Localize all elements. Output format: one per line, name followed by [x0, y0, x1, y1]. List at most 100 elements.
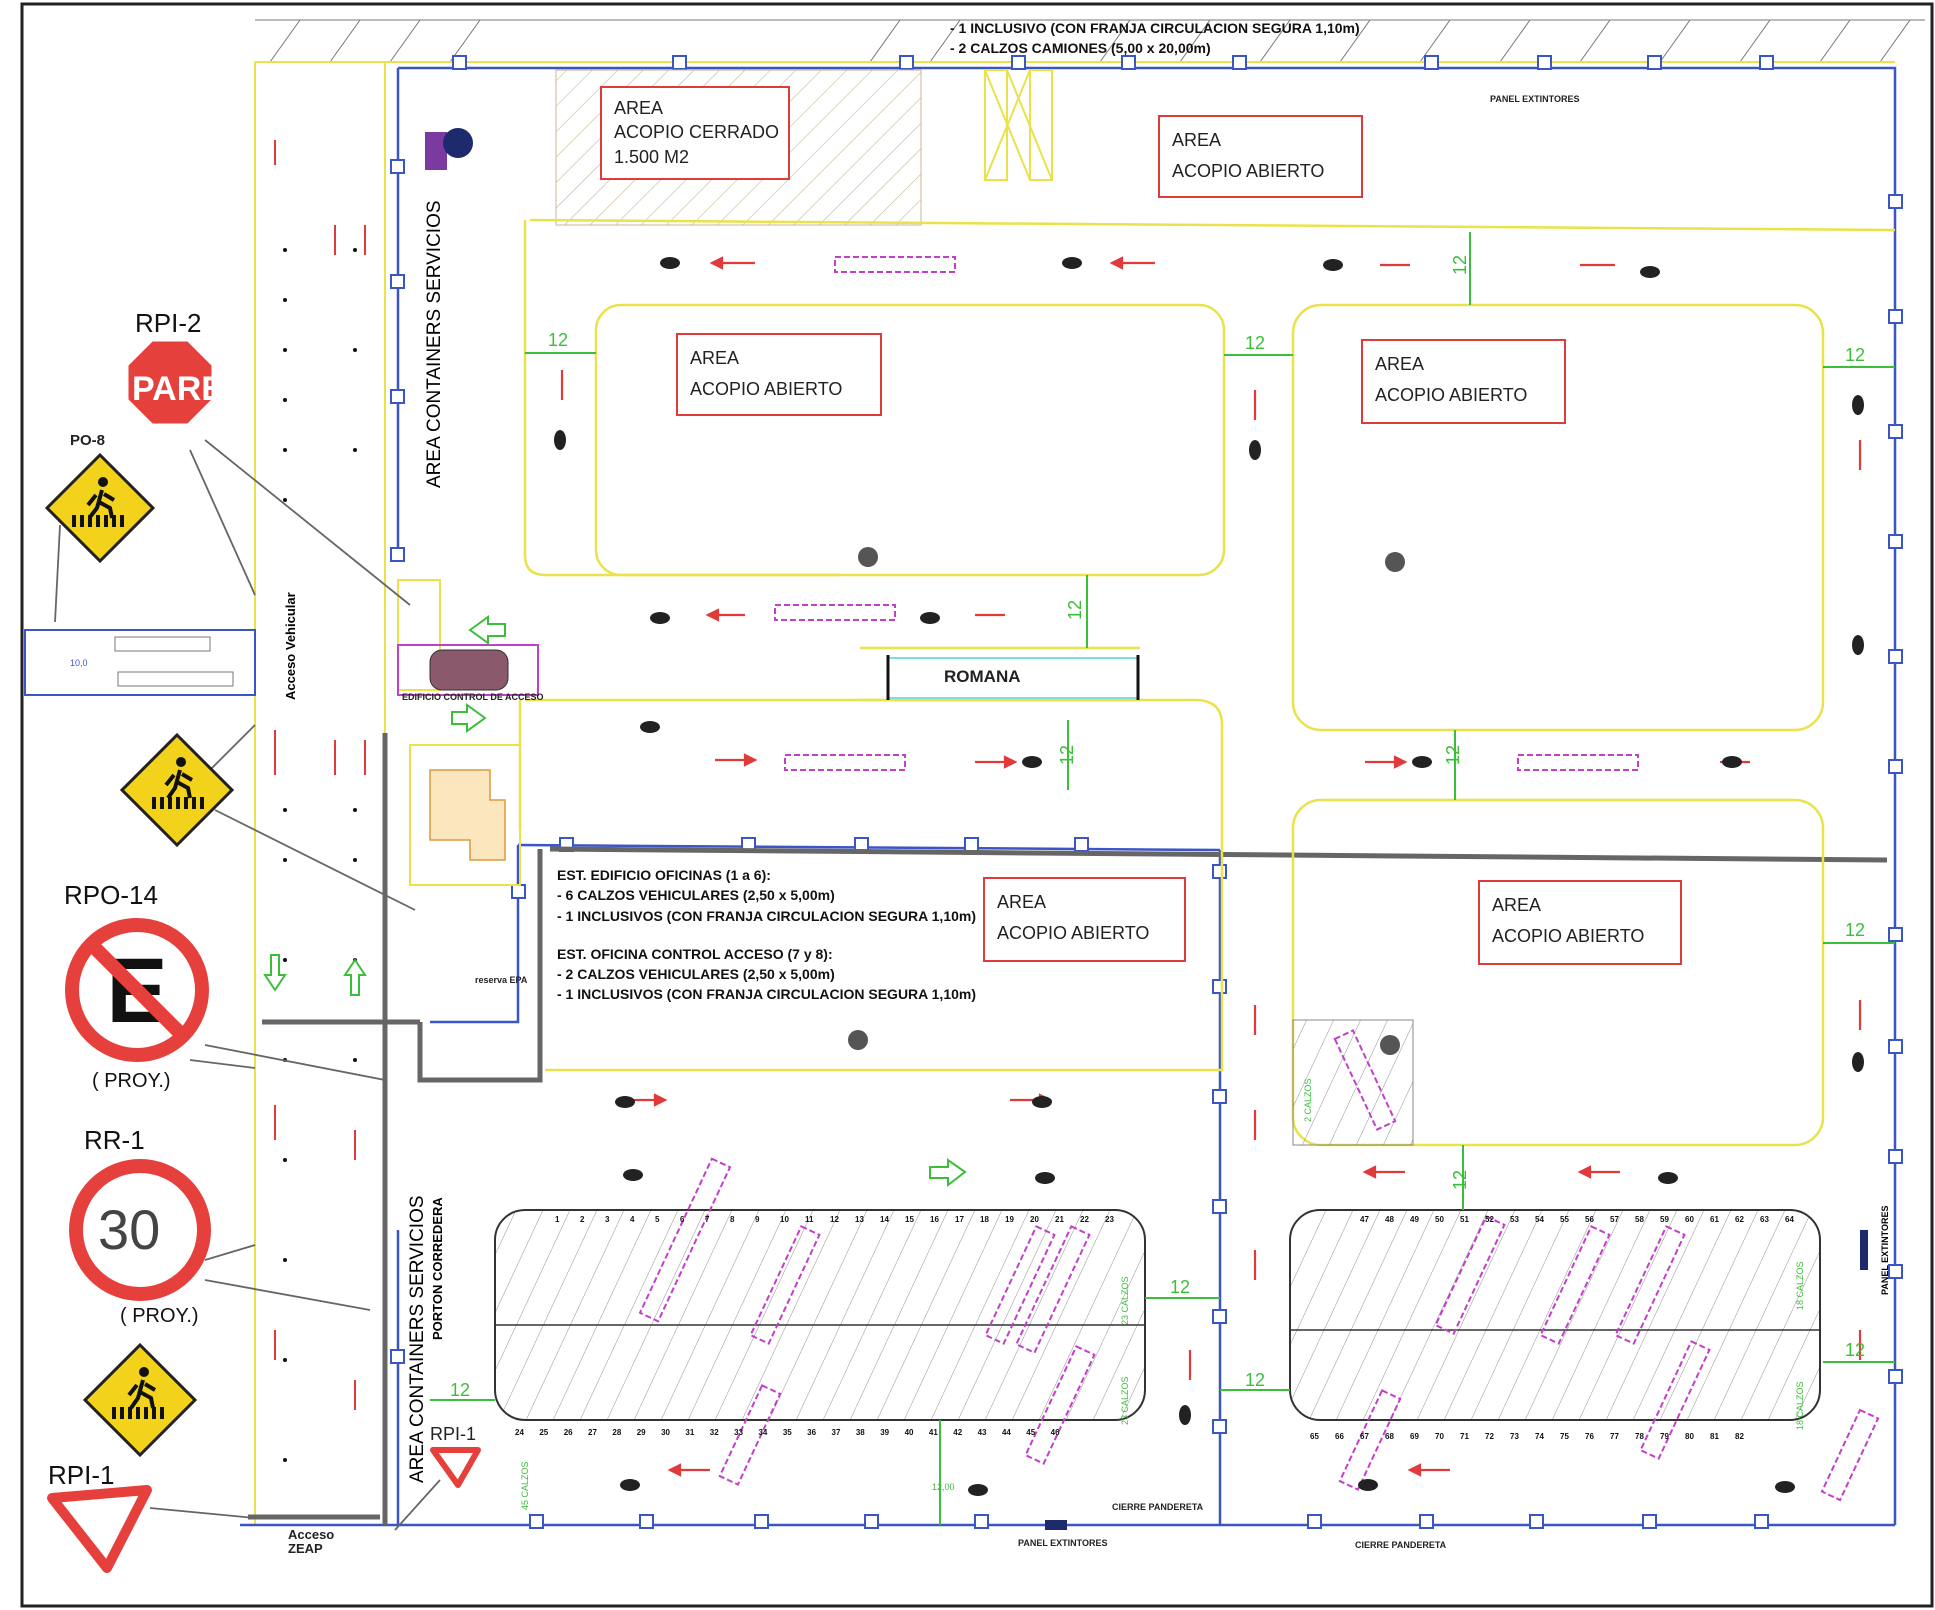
- stall-number: 67: [1360, 1432, 1369, 1441]
- truck-bays: [984, 69, 1053, 181]
- stall-number: 3: [605, 1215, 610, 1224]
- stall-number: 39: [880, 1428, 890, 1437]
- containers-servicios-bottom: AREA CONTAINERS SERVICIOS: [407, 1195, 428, 1483]
- access-road-arrows: [274, 140, 366, 1410]
- area-label-line1: AREA: [997, 892, 1047, 912]
- dimension-label: 12: [1443, 744, 1463, 765]
- dimension-label: 12: [1845, 345, 1866, 365]
- sign-po8-code: PO-8: [70, 432, 106, 449]
- top-note-line-2: - 2 CALZOS CAMIONES (5,00 x 20,00m): [950, 40, 1211, 57]
- parking-note-3: - 1 INCLUSIVOS (CON FRANJA CIRCULACION S…: [557, 907, 977, 924]
- dimension-label: 12: [1245, 1370, 1266, 1390]
- area-label-line1: AREA: [690, 348, 740, 368]
- panel-extintores-right: PANEL EXTINTORES: [1880, 1205, 1890, 1295]
- area-label-line1: AREA: [1492, 895, 1542, 915]
- stall-number: 65: [1310, 1432, 1319, 1441]
- manholes: [554, 257, 1864, 1496]
- stall-number: 47: [1360, 1215, 1369, 1224]
- stall-number: 8: [730, 1215, 735, 1224]
- stall-number: 4: [630, 1215, 635, 1224]
- dimension-label: 12: [1450, 254, 1470, 275]
- area-label-line2: ACOPIO ABIERTO: [997, 922, 1150, 943]
- light-poles: [848, 547, 1405, 1055]
- sign-rpi1-left-code: RPI-1: [48, 1460, 115, 1490]
- dimension-label: 12: [1245, 333, 1266, 353]
- area-cerrado-line1: AREA: [614, 98, 664, 118]
- dimension-label: 12: [1065, 599, 1085, 620]
- gatehouse-icon: [425, 128, 473, 170]
- boundary-walls: [248, 733, 1888, 1525]
- stall-number: 10: [780, 1215, 789, 1224]
- calzos-23-a: 23 CALZOS: [1120, 1276, 1130, 1325]
- stall-number: 45: [1026, 1428, 1036, 1437]
- vehicles: [638, 256, 1880, 1502]
- stall-number: 60: [1685, 1215, 1694, 1224]
- stall-number: 9: [755, 1215, 760, 1224]
- sign-pedestrian-lower: [82, 1342, 198, 1458]
- parking-note-6: - 1 INCLUSIVOS (CON FRANJA CIRCULACION S…: [557, 986, 977, 1003]
- stall-number: 41: [928, 1428, 938, 1437]
- stall-number: 33: [734, 1428, 744, 1437]
- area-label-line2: ACOPIO ABIERTO: [1492, 925, 1645, 946]
- stall-number: 59: [1660, 1215, 1669, 1224]
- access-width: 10,0: [70, 658, 88, 668]
- stall-number: 34: [758, 1428, 768, 1437]
- porton-corredera-label: PORTON CORREDERA: [430, 1197, 445, 1340]
- stall-number: 61: [1710, 1215, 1719, 1224]
- area-label-line2: ACOPIO ABIERTO: [1172, 160, 1325, 181]
- area-acopio-abierto-center-left: AREA ACOPIO ABIERTO: [676, 333, 882, 416]
- dimension-label: 12: [450, 1380, 471, 1400]
- stall-number: 49: [1410, 1215, 1419, 1224]
- area-label-line2: ACOPIO ABIERTO: [690, 378, 843, 399]
- stall-number: 26: [563, 1428, 573, 1437]
- parking-lot-a: [494, 1209, 1146, 1421]
- dimension-lines: [430, 232, 1895, 1525]
- sign-rr1-code: RR-1: [84, 1125, 145, 1155]
- dimension-label: 12: [1170, 1277, 1191, 1297]
- stall-number: 46: [1050, 1428, 1060, 1437]
- stall-number: 81: [1710, 1432, 1719, 1441]
- sign-no-parking: E: [65, 918, 209, 1062]
- green-flow-arrows: [263, 615, 967, 1188]
- sign-speed-value: 30: [98, 1198, 161, 1261]
- sign-rpi2-code: RPI-2: [135, 308, 202, 338]
- stall-number: 57: [1610, 1215, 1619, 1224]
- stall-number: 42: [953, 1428, 963, 1437]
- stall-number: 18: [980, 1215, 989, 1224]
- stall-number: 5: [655, 1215, 660, 1224]
- stall-number: 27: [588, 1428, 597, 1437]
- stall-number: 19: [1005, 1215, 1014, 1224]
- parking-note-4: EST. OFICINA CONTROL ACCESO (7 y 8):: [557, 945, 833, 962]
- stall-number: 48: [1385, 1215, 1394, 1224]
- stall-number: 23: [1105, 1215, 1114, 1224]
- stall-number: 6: [680, 1215, 685, 1224]
- stall-number: 70: [1435, 1432, 1444, 1441]
- stall-number: 24: [515, 1428, 524, 1437]
- area-acopio-abierto-top-right: AREA ACOPIO ABIERTO: [1158, 115, 1363, 198]
- stall-number: 74: [1535, 1432, 1544, 1441]
- stall-number: 44: [1001, 1428, 1011, 1437]
- stall-number: 62: [1735, 1215, 1744, 1224]
- romana-label: ROMANA: [944, 667, 1021, 686]
- cierre-pandereta-1: CIERRE PANDERETA: [1112, 1502, 1204, 1512]
- stall-number: 32: [709, 1428, 719, 1437]
- stall-number: 63: [1760, 1215, 1769, 1224]
- sign-pare: [125, 338, 215, 427]
- control-building: [397, 579, 539, 886]
- area-label-line1: AREA: [1172, 130, 1222, 150]
- stall-number: 68: [1385, 1432, 1394, 1441]
- stall-number: 14: [880, 1215, 889, 1224]
- stall-number: 29: [636, 1428, 646, 1437]
- stall-number: 80: [1685, 1432, 1694, 1441]
- stall-number: 54: [1535, 1215, 1544, 1224]
- calzos-width: 12,00: [932, 1482, 955, 1492]
- acceso-zeap-label: Acceso ZEAP: [288, 1528, 334, 1555]
- stall-number: 28: [612, 1428, 622, 1437]
- cierre-pandereta-2: CIERRE PANDERETA: [1355, 1540, 1447, 1550]
- stall-number: 21: [1055, 1215, 1064, 1224]
- calzos-45: 45 CALZOS: [520, 1461, 530, 1510]
- stall-number: 79: [1660, 1432, 1669, 1441]
